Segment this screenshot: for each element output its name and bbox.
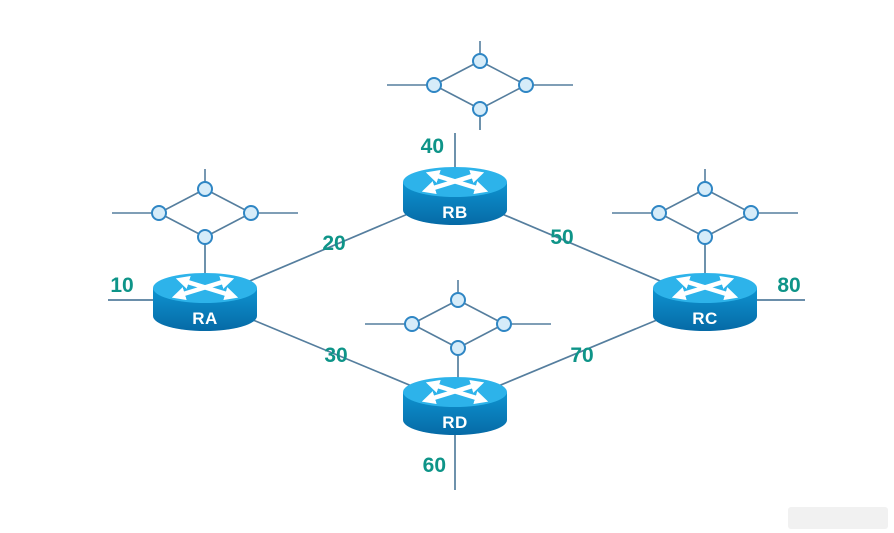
router-ra: RA <box>153 273 257 331</box>
interface-cost-label-rc: 80 <box>777 274 800 297</box>
interface-cost-label-rb: 40 <box>421 135 444 158</box>
link-cost-label-rd-rc: 70 <box>570 344 593 367</box>
router-label-rc: RC <box>692 309 718 328</box>
network-segment-icon-top <box>386 40 574 117</box>
router-label-rb: RB <box>442 203 468 222</box>
watermark <box>788 507 888 529</box>
interface-cost-label-rd: 60 <box>423 454 446 477</box>
link-cost-label-ra-rd: 30 <box>324 344 347 367</box>
network-segment-icon-left <box>111 168 299 245</box>
router-rb: RB <box>403 167 507 225</box>
router-label-rd: RD <box>442 413 468 432</box>
router-rc: RC <box>653 273 757 331</box>
router-rd: RD <box>403 377 507 435</box>
interface-cost-label-ra: 10 <box>110 274 133 297</box>
network-segment-icon-right <box>611 168 799 245</box>
network-segment-icon-middle <box>364 279 552 356</box>
router-label-ra: RA <box>192 309 218 328</box>
link-cost-label-ra-rb: 20 <box>322 232 345 255</box>
link-cost-label-rb-rc: 50 <box>550 226 573 249</box>
